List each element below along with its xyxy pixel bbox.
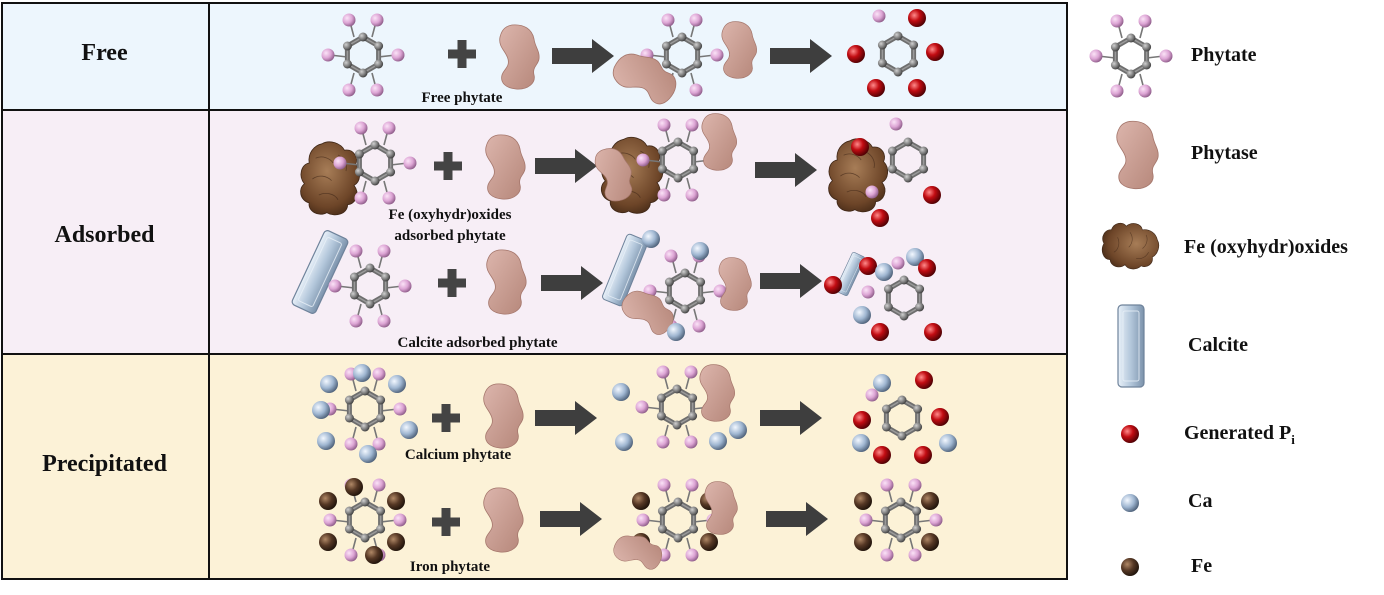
caption-fe-oxide-line1: Fe (oxyhydr)oxides [388, 207, 512, 223]
iron-ion-icon [387, 533, 405, 551]
phytate-ball-icon [861, 285, 875, 299]
calcium-ion-icon [615, 433, 633, 451]
iron-ion-icon [632, 492, 650, 510]
phosphate-pi-icon [824, 276, 842, 294]
fe-oxide-cluster-icon [1101, 222, 1160, 270]
phosphate-pi-icon [853, 411, 871, 429]
legend-label-calcite: Calcite [1188, 334, 1248, 356]
phytate-molecule-icon [1090, 15, 1173, 98]
caption-free-phytate: Free phytate [421, 90, 503, 106]
calcium-ion-icon [353, 364, 371, 382]
row-title-precipitated: Precipitated [42, 451, 167, 477]
phosphate-pi-icon [924, 323, 942, 341]
calcium-ion-icon [873, 374, 891, 392]
phosphate-pi-icon [926, 43, 944, 61]
table-grid [1, 2, 1068, 580]
phosphate-pi-icon [1121, 425, 1139, 443]
calcium-ion-icon [709, 432, 727, 450]
calcium-ion-icon [853, 306, 871, 324]
caption-iron-phytate: Iron phytate [409, 559, 491, 575]
legend-pi-main: Generated P [1184, 422, 1292, 444]
phytate-ball-icon [872, 9, 886, 23]
phosphate-pi-icon [918, 259, 936, 277]
iron-ion-icon [1121, 558, 1139, 576]
legend-label-generated-pi: Generated Pi [1184, 422, 1295, 448]
iron-ion-icon [921, 492, 939, 510]
phosphate-pi-icon [867, 79, 885, 97]
phytate-ball-icon [865, 185, 879, 199]
calcium-ion-icon [875, 263, 893, 281]
calcium-ion-icon [939, 434, 957, 452]
calcite-crystal-icon [1117, 304, 1145, 388]
legend-label-phytase: Phytase [1191, 142, 1258, 164]
phosphate-pi-icon [871, 323, 889, 341]
iron-ion-icon [319, 492, 337, 510]
phosphate-pi-icon [914, 446, 932, 464]
calcium-ion-icon [320, 375, 338, 393]
caption-calcium-phytate: Calcium phytate [404, 447, 512, 463]
calcium-ion-icon [612, 383, 630, 401]
legend [1090, 15, 1173, 576]
phytate-ball-icon [889, 117, 903, 131]
legend-label-ca: Ca [1188, 490, 1213, 512]
precipitated-row-bg [2, 354, 1067, 579]
row-title-adsorbed: Adsorbed [54, 222, 155, 248]
phosphate-pi-icon [915, 371, 933, 389]
phosphate-pi-icon [908, 9, 926, 27]
iron-ion-icon [700, 533, 718, 551]
phosphate-pi-icon [847, 45, 865, 63]
calcium-ion-icon [400, 421, 418, 439]
phosphate-pi-icon [908, 79, 926, 97]
phosphate-pi-icon [851, 138, 869, 156]
phosphate-pi-icon [923, 186, 941, 204]
iron-ion-icon [345, 478, 363, 496]
phytate-ball-icon [865, 388, 879, 402]
legend-label-fe-oxides: Fe (oxyhydr)oxides [1184, 236, 1348, 258]
calcium-ion-icon [312, 401, 330, 419]
phosphate-pi-icon [873, 446, 891, 464]
calcium-ion-icon [642, 230, 660, 248]
iron-ion-icon [365, 546, 383, 564]
phytate-ball-icon [891, 256, 905, 270]
calcium-ion-icon [317, 432, 335, 450]
iron-ion-icon [387, 492, 405, 510]
calcium-ion-icon [667, 323, 685, 341]
legend-label-fe: Fe [1191, 555, 1213, 577]
calcium-ion-icon [359, 445, 377, 463]
legend-pi-sub: i [1291, 432, 1295, 447]
caption-calcite-adsorbed: Calcite adsorbed phytate [397, 335, 558, 351]
calcium-ion-icon [388, 375, 406, 393]
calcium-ion-icon [852, 434, 870, 452]
phosphate-pi-icon [931, 408, 949, 426]
calcium-ion-icon [1121, 494, 1139, 512]
calcium-ion-icon [691, 242, 709, 260]
caption-fe-oxide-line2: adsorbed phytate [394, 228, 506, 244]
iron-ion-icon [854, 533, 872, 551]
iron-ion-icon [921, 533, 939, 551]
iron-ion-icon [319, 533, 337, 551]
legend-label-phytate: Phytate [1191, 44, 1257, 66]
phytase-enzyme-icon [1116, 120, 1159, 190]
row-title-free: Free [81, 40, 128, 66]
phosphate-pi-icon [871, 209, 889, 227]
phosphate-pi-icon [859, 257, 877, 275]
calcium-ion-icon [729, 421, 747, 439]
iron-ion-icon [854, 492, 872, 510]
